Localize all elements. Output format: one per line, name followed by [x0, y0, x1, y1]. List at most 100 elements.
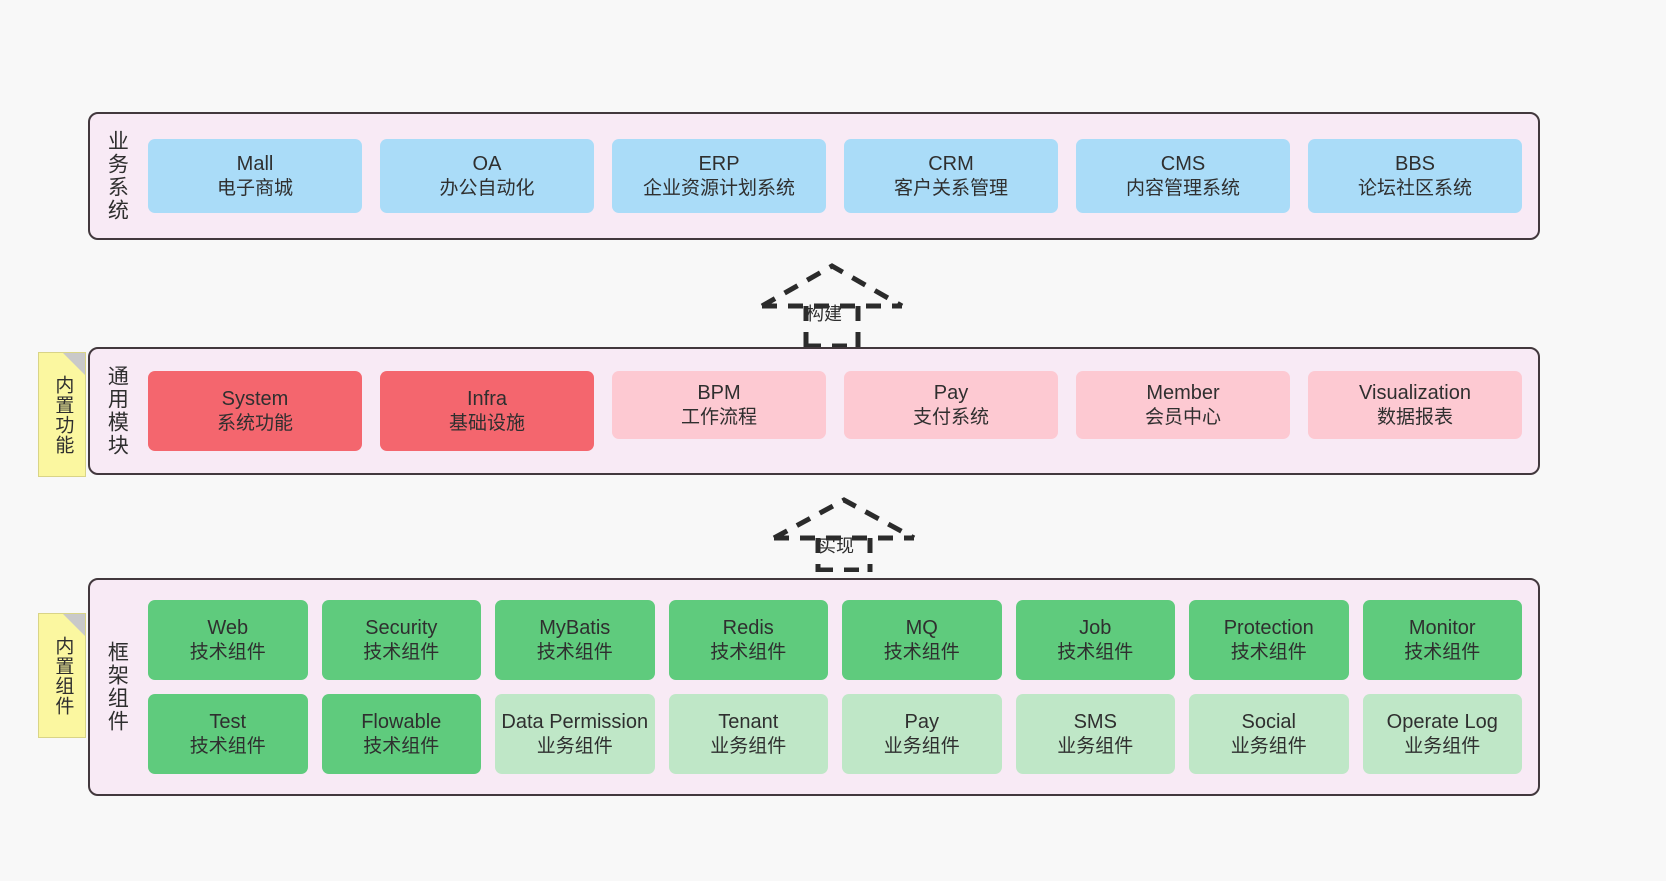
card-flowable[interactable]: Flowable 技术组件	[321, 694, 481, 774]
card-test-en: Test	[209, 710, 247, 733]
card-job[interactable]: Job 技术组件	[1015, 600, 1175, 680]
card-bpm-en: BPM	[697, 381, 741, 404]
card-visualization-en: Visualization	[1359, 381, 1471, 404]
card-crm[interactable]: CRM 客户关系管理	[844, 139, 1058, 213]
note-builtin-components: 内置组件	[38, 613, 86, 738]
card-data-permission-cn: 业务组件	[536, 735, 613, 757]
generalization-arrow-icon	[760, 263, 904, 349]
card-member-cn: 会员中心	[1144, 406, 1221, 428]
card-monitor-cn: 技术组件	[1404, 641, 1481, 663]
card-mq[interactable]: MQ 技术组件	[842, 600, 1002, 680]
card-cms[interactable]: CMS 内容管理系统	[1076, 139, 1290, 213]
card-web[interactable]: Web 技术组件	[148, 600, 308, 680]
card-security[interactable]: Security 技术组件	[321, 600, 481, 680]
card-mq-en: MQ	[905, 616, 938, 639]
card-visualization[interactable]: Visualization 数据报表	[1308, 371, 1522, 439]
card-erp-en: ERP	[698, 152, 740, 175]
card-protection-en: Protection	[1223, 616, 1314, 639]
layer-modules-cards: System 系统功能 Infra 基础设施 BPM 工作流程 Pay 支付系统…	[142, 349, 1538, 473]
card-operate-log[interactable]: Operate Log 业务组件	[1362, 694, 1522, 774]
layer-framework-title: 框架组件	[105, 641, 129, 733]
card-sms-cn: 业务组件	[1057, 735, 1134, 757]
card-mall-cn: 电子商城	[216, 177, 293, 199]
card-bbs-en: BBS	[1394, 152, 1436, 175]
card-mq-cn: 技术组件	[883, 641, 960, 663]
card-job-cn: 技术组件	[1057, 641, 1134, 663]
note-builtin-features: 内置功能	[38, 352, 86, 477]
card-member[interactable]: Member 会员中心	[1076, 371, 1290, 439]
card-security-en: Security	[365, 616, 438, 639]
card-web-cn: 技术组件	[189, 641, 266, 663]
note-builtin-components-label: 内置组件	[52, 635, 74, 716]
card-mall-en: Mall	[236, 152, 274, 175]
card-redis-cn: 技术组件	[710, 641, 787, 663]
card-monitor[interactable]: Monitor 技术组件	[1362, 600, 1522, 680]
layer-modules-title: 通用模块	[105, 365, 129, 457]
framework-row-technical: Web 技术组件 Security 技术组件 MyBatis 技术组件 Redi…	[148, 600, 1522, 680]
card-flowable-cn: 技术组件	[363, 735, 440, 757]
card-bbs-cn: 论坛社区系统	[1357, 177, 1472, 199]
card-infra[interactable]: Infra 基础设施	[380, 371, 594, 451]
card-redis[interactable]: Redis 技术组件	[668, 600, 828, 680]
card-bbs[interactable]: BBS 论坛社区系统	[1308, 139, 1522, 213]
card-redis-en: Redis	[722, 616, 774, 639]
card-pay-component-en: Pay	[904, 710, 939, 733]
card-bpm-cn: 工作流程	[680, 406, 757, 428]
card-infra-cn: 基础设施	[448, 412, 525, 434]
card-oa-en: OA	[472, 152, 502, 175]
connector-build-label: 构建	[806, 304, 842, 324]
card-bpm[interactable]: BPM 工作流程	[612, 371, 826, 439]
layer-business-systems: 业务系统 Mall 电子商城 OA 办公自动化 ERP 企业资源计划系统 CRM…	[88, 112, 1540, 240]
connector-implement: 实现	[770, 492, 918, 573]
card-member-en: Member	[1146, 381, 1220, 404]
card-pay-component-cn: 业务组件	[883, 735, 960, 757]
card-tenant-cn: 业务组件	[710, 735, 787, 757]
card-erp-cn: 企业资源计划系统	[642, 177, 795, 199]
card-tenant-en: Tenant	[718, 710, 779, 733]
card-pay-component[interactable]: Pay 业务组件	[842, 694, 1002, 774]
card-flowable-en: Flowable	[361, 710, 442, 733]
connector-implement-label: 实现	[818, 536, 854, 556]
card-job-en: Job	[1079, 616, 1112, 639]
card-test-cn: 技术组件	[189, 735, 266, 757]
layer-framework-components: 框架组件 Web 技术组件 Security 技术组件 MyBatis 技术组件…	[88, 578, 1540, 796]
card-protection-cn: 技术组件	[1230, 641, 1307, 663]
card-mall[interactable]: Mall 电子商城	[148, 139, 362, 213]
generalization-arrow-icon	[772, 497, 916, 573]
card-erp[interactable]: ERP 企业资源计划系统	[612, 139, 826, 213]
layer-framework-cards: Web 技术组件 Security 技术组件 MyBatis 技术组件 Redi…	[142, 580, 1538, 794]
card-security-cn: 技术组件	[363, 641, 440, 663]
card-crm-en: CRM	[928, 152, 974, 175]
framework-row-business: Test 技术组件 Flowable 技术组件 Data Permission …	[148, 694, 1522, 774]
card-protection[interactable]: Protection 技术组件	[1189, 600, 1349, 680]
layer-common-modules: 通用模块 System 系统功能 Infra 基础设施 BPM 工作流程 Pay…	[88, 347, 1540, 475]
card-mybatis[interactable]: MyBatis 技术组件	[495, 600, 655, 680]
card-monitor-en: Monitor	[1408, 616, 1476, 639]
note-fold-icon	[63, 614, 85, 636]
connector-build: 构建	[758, 258, 906, 349]
card-pay-module-en: Pay	[933, 381, 969, 404]
card-system[interactable]: System 系统功能	[148, 371, 362, 451]
card-crm-cn: 客户关系管理	[893, 177, 1008, 199]
card-visualization-cn: 数据报表	[1376, 406, 1453, 428]
card-social[interactable]: Social 业务组件	[1189, 694, 1349, 774]
layer-business-cards: Mall 电子商城 OA 办公自动化 ERP 企业资源计划系统 CRM 客户关系…	[142, 114, 1538, 238]
card-mybatis-cn: 技术组件	[536, 641, 613, 663]
card-pay-module[interactable]: Pay 支付系统	[844, 371, 1058, 439]
card-web-en: Web	[207, 616, 249, 639]
card-sms[interactable]: SMS 业务组件	[1015, 694, 1175, 774]
layer-business-title: 业务系统	[105, 130, 129, 222]
card-operate-log-en: Operate Log	[1386, 710, 1498, 733]
card-social-cn: 业务组件	[1230, 735, 1307, 757]
card-cms-cn: 内容管理系统	[1125, 177, 1240, 199]
card-operate-log-cn: 业务组件	[1404, 735, 1481, 757]
card-tenant[interactable]: Tenant 业务组件	[668, 694, 828, 774]
card-test[interactable]: Test 技术组件	[148, 694, 308, 774]
card-pay-module-cn: 支付系统	[912, 406, 989, 428]
card-oa-cn: 办公自动化	[439, 177, 535, 199]
card-oa[interactable]: OA 办公自动化	[380, 139, 594, 213]
card-system-cn: 系统功能	[216, 412, 293, 434]
card-data-permission[interactable]: Data Permission 业务组件	[495, 694, 655, 774]
card-sms-en: SMS	[1073, 710, 1117, 733]
note-builtin-features-label: 内置功能	[52, 374, 74, 455]
